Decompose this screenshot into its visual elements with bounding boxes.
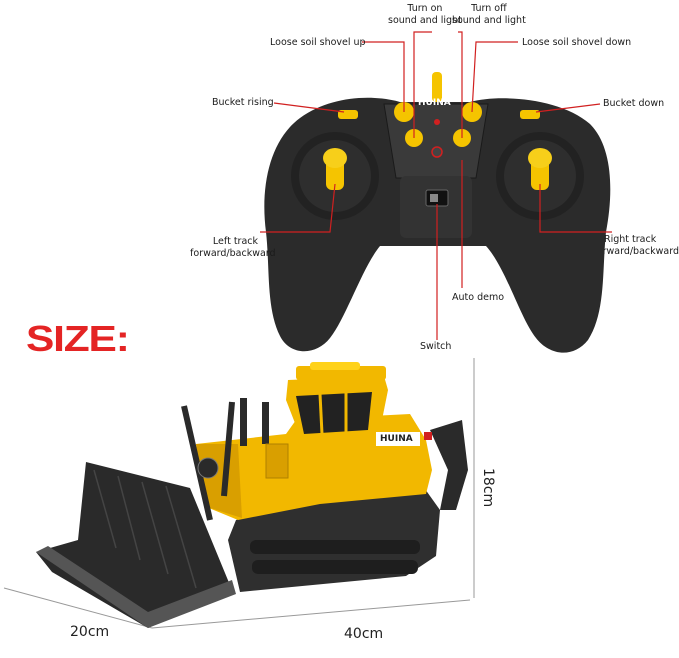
- size-title: SIZE:: [26, 318, 130, 359]
- controller-lower-panel: [400, 176, 472, 238]
- label-turn-off: Turn off sound and light: [452, 3, 526, 26]
- dimension-width: 20cm: [70, 624, 110, 640]
- dimension-length: 40cm: [344, 626, 384, 642]
- dimension-lines: [3, 358, 475, 629]
- label-turn-on: Turn on sound and light: [388, 3, 462, 26]
- label-switch: Switch: [420, 341, 452, 352]
- controller-brand-logo: HUINA: [418, 98, 451, 108]
- callout-lines: [260, 31, 612, 340]
- label-auto-demo: Auto demo: [452, 292, 505, 303]
- controller-illustration: [260, 31, 612, 353]
- label-left-track: Left track forward/backward: [190, 236, 276, 259]
- dozer-brand-plate: [376, 432, 420, 446]
- rear-ripper: [430, 420, 468, 510]
- auto-demo-button[interactable]: [431, 146, 443, 158]
- blade-arm: [181, 405, 213, 521]
- exhaust-stack: [240, 398, 247, 446]
- label-right-track: Right track forward/backward: [604, 234, 679, 257]
- label-shovel-down: Loose soil shovel down: [522, 37, 632, 48]
- power-indicator: [434, 119, 440, 125]
- dozer-grille: [265, 443, 289, 479]
- headlight: [197, 457, 219, 479]
- right-shoulder-button[interactable]: [520, 110, 540, 119]
- label-bucket-rising: Bucket rising: [212, 97, 274, 108]
- label-shovel-up: Loose soil shovel up: [270, 37, 366, 48]
- antenna: [432, 72, 442, 102]
- dozer-blade: [36, 462, 232, 628]
- label-bucket-down: Bucket down: [603, 98, 665, 109]
- dozer-body: [196, 414, 432, 520]
- dozer-brand-logo: HUINA: [380, 434, 413, 444]
- dimension-height: 18cm: [480, 468, 496, 508]
